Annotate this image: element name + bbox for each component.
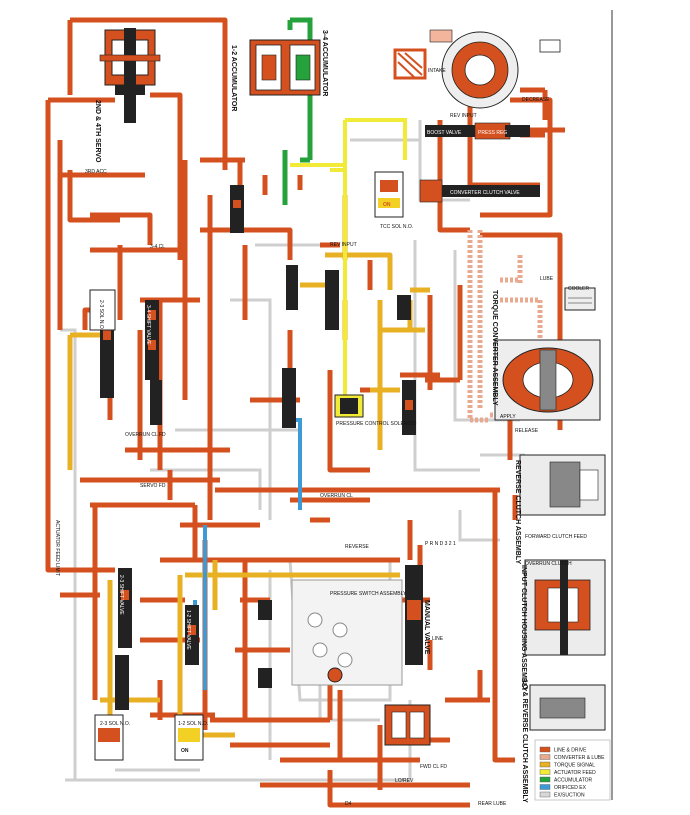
label-shift-23: 2-3 SHIFT VALVE [118,575,124,615]
label-overrun-clutch: OVERRUN CLUTCH [525,561,572,567]
actuator-feed-passages [290,118,407,400]
label-servo: 2ND & 4TH SERVO [94,100,101,163]
label-forward-clutch-feed: FORWARD CLUTCH FEED [525,534,587,540]
label-shift-34: 3-4 SHIFT VALVE [145,305,151,345]
legend-swatch [539,746,551,753]
label-off: OFF [98,748,108,754]
label-accum-12: 1-2 ACCUMULATOR [230,45,237,111]
label-overrun-cl: OVERRUN CL [320,493,353,499]
label-release: RELEASE [515,428,539,434]
label-cooler: COOLER [568,286,590,292]
label-servo-fd: SERVO FD [140,483,166,489]
label-input-clutch: INPUT CLUTCH HOUSING ASSEMBLY [520,565,527,692]
cooler [564,287,596,311]
legend-label: EX/SUCTION [554,793,585,799]
accumulator-body [249,39,321,96]
label-third-acc: 3RD ACC [85,169,107,175]
pressure-switch-manifold [291,579,403,686]
valve-spools [103,200,413,635]
torque-converter [494,339,601,421]
label-converter-clutch-valve: CONVERTER CLUTCH VALVE [450,190,520,196]
label-boost-valve: BOOST VALVE [427,130,462,136]
labels: 1-2 ACCUMULATOR 3-4 ACCUMULATOR 2ND & 4T… [54,30,590,807]
lo-reverse-clutch [529,684,606,731]
lower-accumulator [384,704,431,746]
legend-swatch [539,784,551,790]
line-pressure-passages [45,17,565,808]
pressure-regulator-valve [425,122,530,140]
label-shift-12: 1-2 SHIFT VALVE [185,610,191,650]
legend-label: ORIFICED EX [554,785,587,791]
legend-swatch [539,791,551,798]
label-accum-34: 3-4 ACCUMULATOR [321,30,328,96]
manual-valve [405,565,423,665]
label-intake: INTAKE [428,68,446,74]
label-apply: APPLY [500,414,516,420]
label-overrun-cl-fd: OVERRUN CL FD [125,432,166,438]
servo-2-4 [99,28,161,123]
tcc-solenoid [374,171,404,218]
label-d4: D4 [345,801,352,807]
input-clutch-housing [524,559,606,656]
label-press-reg: PRESS REG [478,130,507,136]
label-rear-lube: REAR LUBE [478,801,507,807]
shift-solenoids [89,289,204,761]
label-lo-rev: LO/REV [395,778,414,784]
label-line: LINE [432,636,444,642]
legend-label: LINE & DRIVE [554,748,587,754]
label-cl-34: 3-4 CL [150,244,165,250]
label-lo-rev-clutch: LO & REVERSE CLUTCH ASSEMBLY [521,680,528,803]
label-fwd-cl-fd: FWD CL FD [420,764,447,770]
label-sol-23: 2-3 SOL N.O. [98,300,104,330]
label-reverse-clutch: REVERSE CLUTCH ASSEMBLY [514,460,521,564]
legend-swatch [539,776,551,783]
label-tcc-sol: TCC SOL N.O. [380,224,413,230]
label-rev-input-mid: REV INPUT [330,242,357,248]
label-decrease: DECREASE [522,97,550,103]
pressure-control-solenoid [334,394,364,418]
legend-label: ACTUATOR FEED [554,770,596,776]
label-on: ON [181,748,189,754]
label-reverse: REVERSE [345,544,370,550]
legend-label: CONVERTER & LUBE [554,755,605,761]
label-manual-valve: MANUAL VALVE [423,600,430,655]
label-sol-12: 1-2 SOL N.O. [178,721,208,727]
legend-label: TORQUE SIGNAL [554,763,595,769]
label-pressure-switch: PRESSURE SWITCH ASSEMBLY [330,591,407,597]
legend-swatch [539,761,551,768]
accumulator-passages [282,17,313,205]
label-actuator-feed-limit: ACTUATOR FEED LIMIT [54,520,60,576]
label-torque-converter: TORQUE CONVERTER ASSEMBLY [491,290,498,406]
converter-clutch-valve [419,179,540,203]
reverse-clutch [519,454,606,516]
label-lube: LUBE [540,276,554,282]
pump-assembly [393,29,561,109]
label-sol-23-lower: 2-3 SOL N.O. [100,721,130,727]
label-prndl: P R N D 3 2 1 [425,541,456,547]
label-tcc-on: ON [383,202,391,208]
label-rev-input-top: REV INPUT [450,113,477,119]
legend-label: ACCUMULATOR [554,778,593,784]
legend-swatch [539,769,551,775]
legend-swatch [539,754,551,760]
label-pressure-control-solenoid: PRESSURE CONTROL SOLENOID [336,421,417,427]
